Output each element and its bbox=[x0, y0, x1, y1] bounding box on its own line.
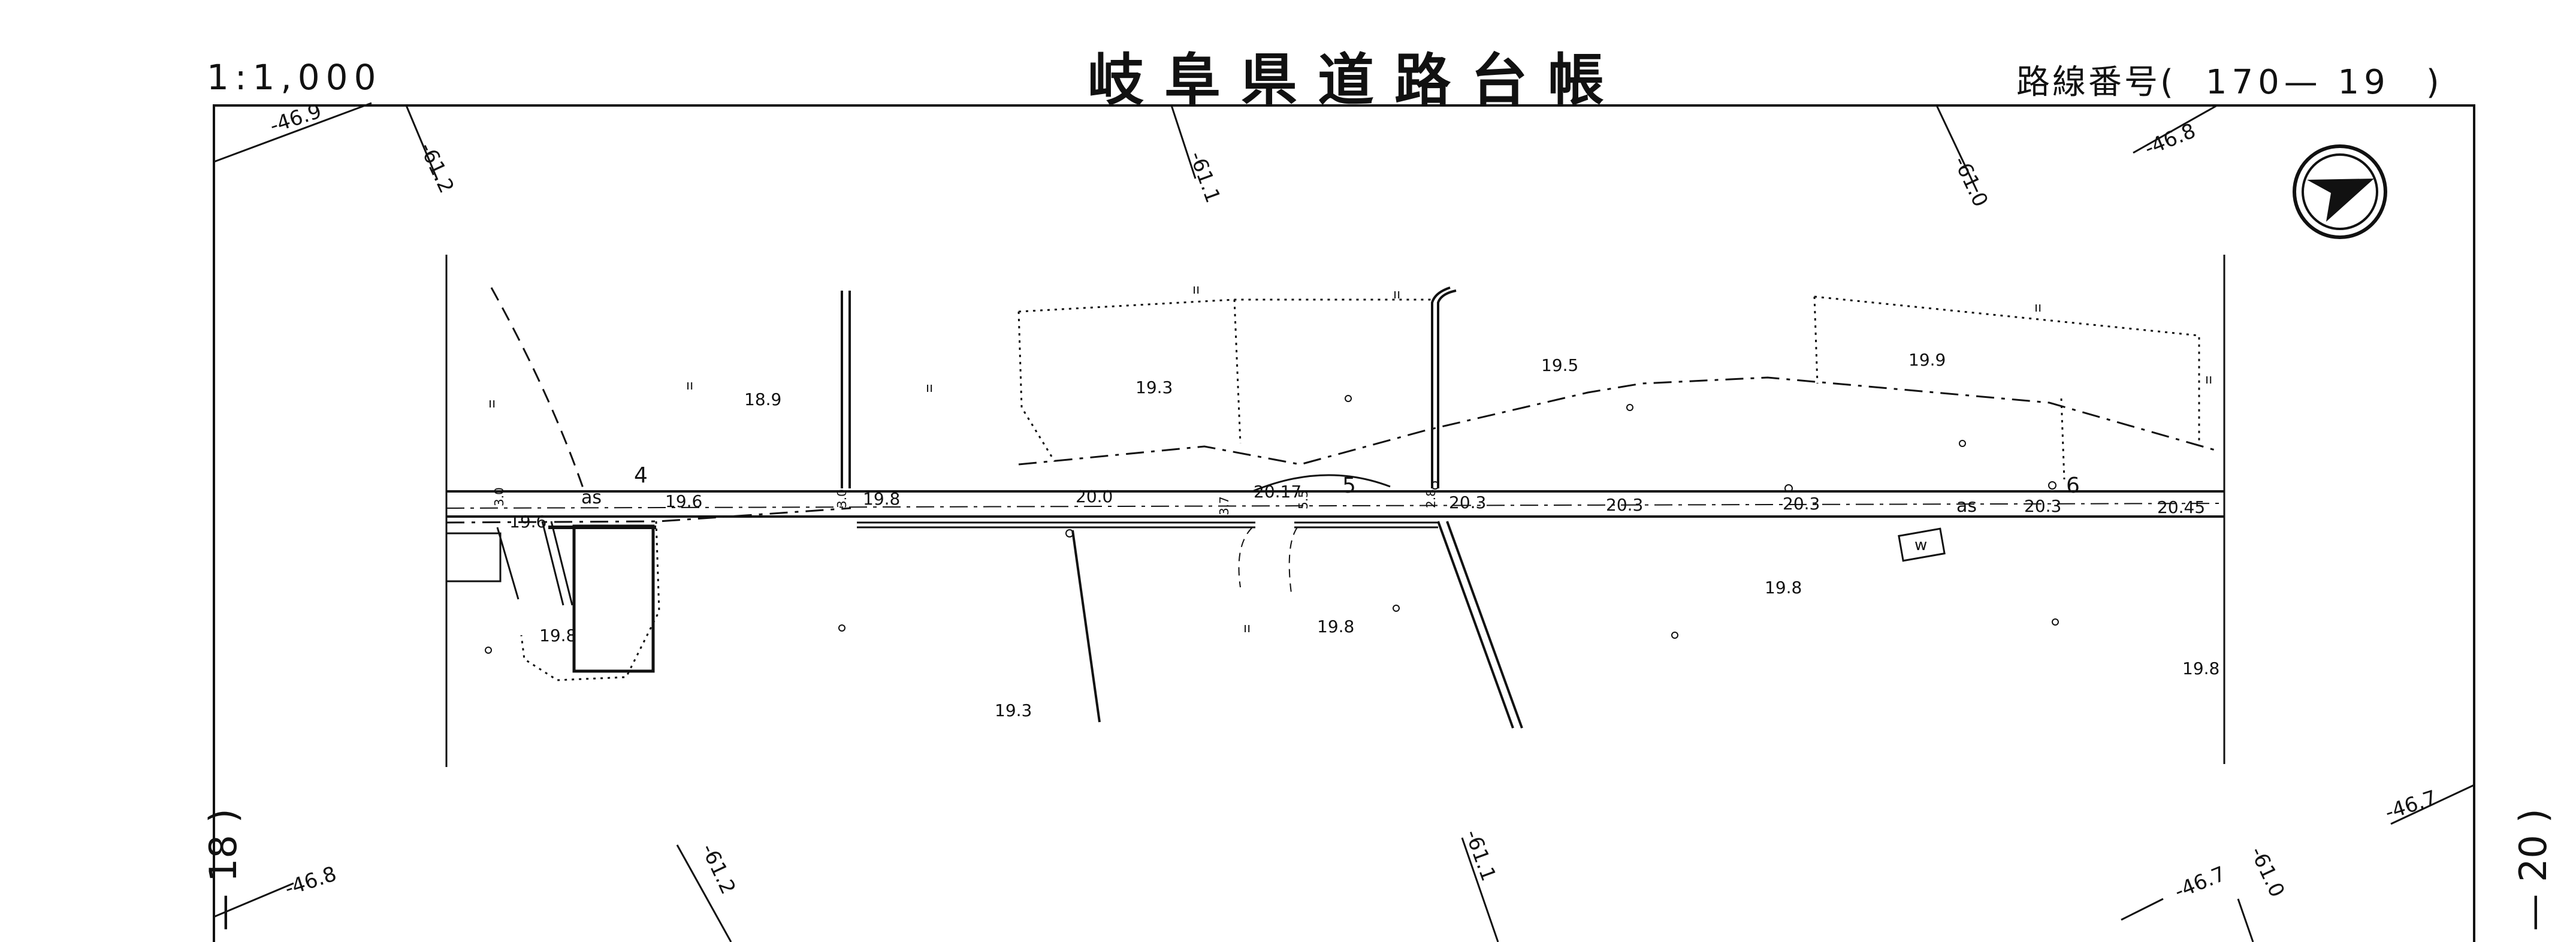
field-symbol-2: ıı bbox=[686, 378, 693, 393]
field-symbols: ıı ıı ıı ıı ıı ıı ıı ıı bbox=[488, 282, 2212, 636]
elevation-19-9: 19.9 bbox=[1908, 350, 1946, 370]
station-4: 4 bbox=[634, 463, 648, 488]
field-symbol-3: ıı bbox=[926, 381, 933, 395]
water-box: w bbox=[1898, 527, 1946, 562]
elevation-20-0: 20.0 bbox=[1076, 487, 1113, 506]
elevation-19-6-road: 19.6 bbox=[665, 491, 702, 511]
structure-left bbox=[445, 532, 502, 582]
route-label: 路線番号( bbox=[2016, 63, 2176, 102]
elevation-20-17: 20.17 bbox=[1254, 482, 1301, 502]
elevation-19-3b: 19.3 bbox=[995, 701, 1032, 720]
contour-label-top-right-b: -46.8 bbox=[2141, 119, 2199, 161]
field-symbol-1: ıı bbox=[488, 396, 496, 411]
contour-label-top-mid: -61.1 bbox=[1185, 148, 1225, 206]
plan-edges bbox=[445, 255, 2225, 767]
map-frame bbox=[213, 104, 2475, 942]
elevation-19-6-left: 19.6 bbox=[509, 512, 546, 532]
elevation-20-3a: 20.3 bbox=[1449, 493, 1486, 512]
elevation-20-3b: 20.3 bbox=[1606, 495, 1643, 515]
asphalt-label-2: as bbox=[1956, 496, 1977, 517]
elevation-19-5: 19.5 bbox=[1541, 355, 1578, 375]
route-close: ) bbox=[2426, 63, 2442, 102]
elevation-19-8a: 19.8 bbox=[863, 489, 900, 509]
elevation-19-8c: 19.8 bbox=[1317, 617, 1354, 636]
contour-label-bottom-left-b: -61.2 bbox=[696, 840, 740, 898]
parcel-boundaries bbox=[520, 295, 2200, 681]
elevation-19-8e: 19.8 bbox=[2182, 659, 2219, 678]
dim-b: 3.0 bbox=[835, 489, 849, 508]
elevation-points: 18.9 19.3 19.5 19.9 19.6 19.6 19.8 20.0 … bbox=[509, 350, 2219, 720]
north-arrow-icon bbox=[2293, 144, 2387, 239]
station-5: 5 bbox=[1342, 473, 1356, 498]
road-alignment bbox=[446, 286, 2225, 729]
contour-label-top-right-a: -61.0 bbox=[1949, 153, 1992, 211]
dim-a: 3.0 bbox=[492, 487, 506, 506]
dim-e: 2.8 bbox=[1424, 489, 1438, 508]
elevation-19-8d: 19.8 bbox=[539, 626, 576, 645]
station-6: 6 bbox=[2066, 473, 2080, 498]
field-symbol-5: ıı bbox=[1393, 287, 1400, 302]
route-number-label: 路線番号( 170— 19) bbox=[2016, 55, 2442, 104]
elevation-19-8b: 19.8 bbox=[1765, 578, 1802, 597]
contour-label-bottom-mid: -61.1 bbox=[1460, 826, 1501, 884]
contour-label-bottom-left-a: -46.8 bbox=[282, 862, 339, 901]
elevation-20-3c: 20.3 bbox=[1783, 494, 1820, 514]
map-title: 岐阜県道路台帳 bbox=[1088, 48, 1625, 113]
elevation-18-9: 18.9 bbox=[744, 390, 781, 409]
contour-lines bbox=[213, 102, 2475, 942]
map-scale: 1:1,000 bbox=[207, 57, 382, 98]
building bbox=[572, 524, 655, 673]
elevation-20-45: 20.45 bbox=[2157, 497, 2205, 517]
field-symbol-6: ıı bbox=[2034, 300, 2042, 315]
elevation-20-3d: 20.3 bbox=[2024, 496, 2061, 516]
dimension-labels: 3.0 3.0 5.5 3.7 2.8 bbox=[492, 487, 1438, 515]
asphalt-label-1: as bbox=[581, 487, 602, 508]
field-symbol-4: ıı bbox=[1192, 282, 1200, 297]
contour-label-bottom-right-b: -61.0 bbox=[2245, 843, 2289, 901]
contour-label-bottom-right-c: -46.7 bbox=[2382, 786, 2439, 825]
route-number: 170— 19 bbox=[2205, 63, 2390, 102]
field-symbol-7: ıı bbox=[2205, 372, 2212, 387]
contour-label-top-left-b: -61.2 bbox=[415, 139, 458, 197]
water-box-label: w bbox=[1914, 536, 1927, 554]
dim-d: 3.7 bbox=[1217, 496, 1231, 515]
elevation-19-3a: 19.3 bbox=[1136, 378, 1173, 397]
field-symbol-8: ıı bbox=[1243, 621, 1251, 636]
contour-label-bottom-right-a: -46.7 bbox=[2171, 862, 2229, 904]
dim-c: 5.5 bbox=[1296, 490, 1310, 509]
tree-markers bbox=[485, 395, 2059, 654]
